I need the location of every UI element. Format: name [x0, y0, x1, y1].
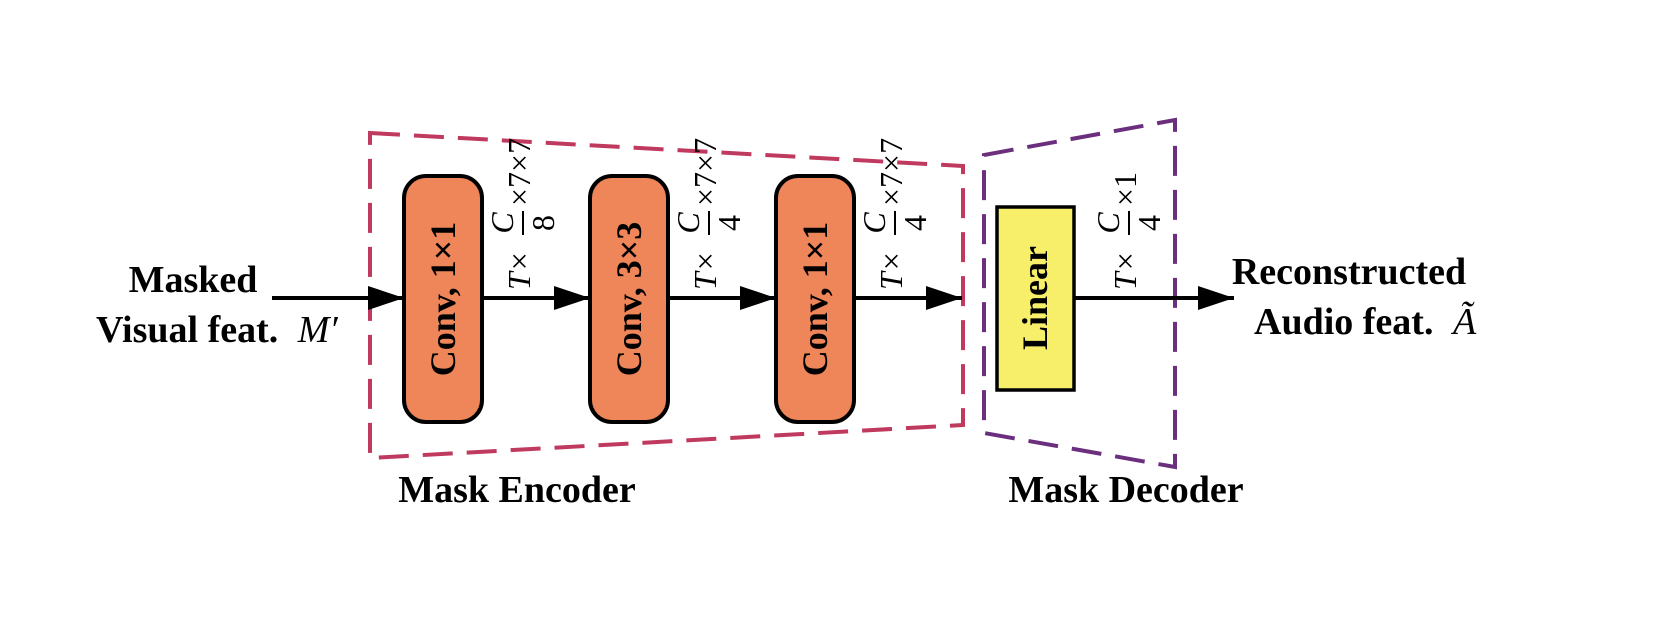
- input-label-line2: Visual feat. M′: [96, 309, 338, 351]
- dim-2-prefix: T×: [687, 251, 723, 290]
- linear-block: Linear: [995, 205, 1076, 392]
- output-label-line1: Reconstructed: [1232, 251, 1466, 293]
- dim-label-2: T× C 4 ×7×7: [670, 138, 747, 290]
- svg-text:T×: T×: [1107, 251, 1143, 290]
- output-label-line2: Audio feat. Ã: [1254, 301, 1477, 343]
- linear-block-box: [995, 205, 1076, 392]
- conv-block-3: Conv, 1×1: [774, 174, 856, 424]
- input-label-line2-text: Visual feat.: [96, 309, 278, 351]
- conv-block-1: Conv, 1×1: [402, 174, 484, 424]
- conv-block-2-box: [588, 174, 670, 424]
- svg-text:T×: T×: [687, 251, 723, 290]
- dim-label-1: T× C 8 ×7×7: [484, 138, 561, 290]
- dim-2-num: C: [670, 212, 706, 234]
- output-label: Reconstructed Audio feat. Ã: [1232, 251, 1477, 343]
- dim-3-prefix: T×: [873, 251, 909, 290]
- svg-text:T×: T×: [501, 251, 537, 290]
- input-label: Masked Visual feat. M′: [96, 259, 338, 351]
- dim-dec-suffix: ×1: [1107, 172, 1143, 206]
- dim-1-suffix: ×7×7: [501, 138, 537, 206]
- conv-block-2-label: Conv, 3×3: [609, 222, 649, 377]
- arrow-conv2-conv3-head: [740, 286, 776, 310]
- mask-encoder-title: Mask Encoder: [398, 469, 636, 511]
- mask-encoder-frame: [368, 130, 965, 461]
- dim-2-suffix: ×7×7: [687, 138, 723, 206]
- input-label-line1: Masked: [129, 259, 258, 301]
- arrow-conv3-out-head: [926, 286, 962, 310]
- output-arrowhead: [1198, 286, 1234, 310]
- arrow-conv1-conv2-head: [554, 286, 590, 310]
- dim-dec-num: C: [1090, 212, 1126, 234]
- mask-decoder-title: Mask Decoder: [1008, 469, 1243, 511]
- dim-1-den: 8: [525, 215, 561, 231]
- dim-2-den: 4: [711, 215, 747, 231]
- conv-block-1-label: Conv, 1×1: [423, 222, 463, 377]
- input-arrowhead: [368, 286, 404, 310]
- dim-3-num: C: [856, 212, 892, 234]
- dim-label-decoder: T× C 4 ×1: [1090, 172, 1167, 290]
- dim-1-num: C: [484, 212, 520, 234]
- svg-text:T×: T×: [873, 251, 909, 290]
- dim-dec-prefix: T×: [1107, 251, 1143, 290]
- linear-block-label: Linear: [1015, 246, 1055, 350]
- conv-block-3-box: [774, 174, 856, 424]
- dim-3-suffix: ×7×7: [873, 138, 909, 206]
- output-label-line2-text: Audio feat.: [1254, 301, 1433, 343]
- dim-1-prefix: T×: [501, 251, 537, 290]
- dim-label-3: T× C 4 ×7×7: [856, 138, 933, 290]
- dim-dec-den: 4: [1131, 215, 1167, 231]
- conv-block-1-box: [402, 174, 484, 424]
- conv-block-2: Conv, 3×3: [588, 174, 670, 424]
- mask-decoder-frame: [982, 117, 1177, 470]
- input-symbol: M′: [297, 309, 339, 351]
- output-symbol: Ã: [1450, 301, 1477, 343]
- conv-block-3-label: Conv, 1×1: [795, 222, 835, 377]
- dim-3-den: 4: [897, 215, 933, 231]
